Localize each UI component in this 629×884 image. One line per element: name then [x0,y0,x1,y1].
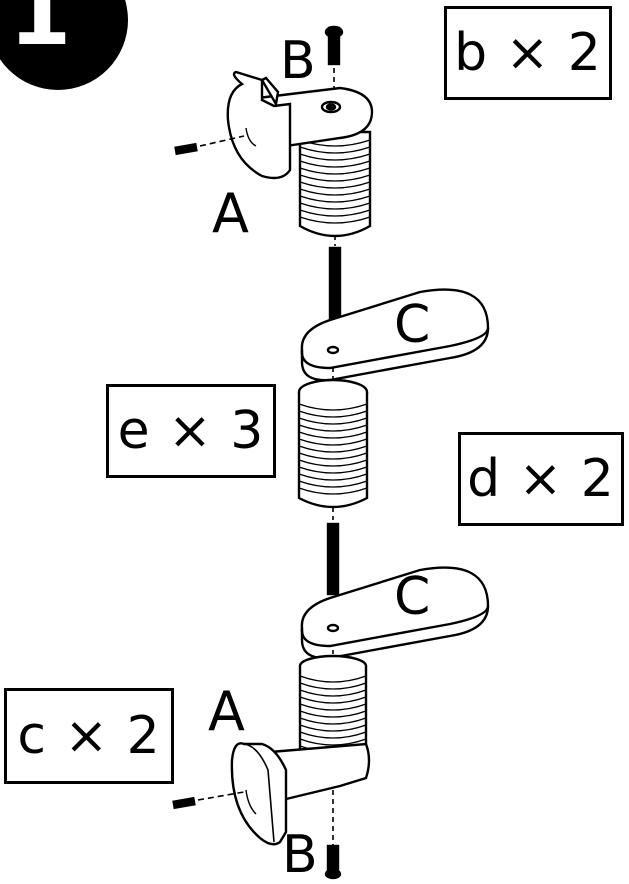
bottom-bracket-assembly [172,650,371,880]
qty-box-b: b × 2 [444,6,612,100]
qty-d-text: d × 2 [467,449,615,509]
step-number: 1 [9,0,72,66]
top-spacer [298,130,372,238]
qty-box-c: c × 2 [4,688,174,784]
qty-c-text: c × 2 [17,706,161,766]
label-c-upper: C [394,295,430,355]
top-bracket-a [226,70,374,180]
label-b-top: B [280,31,316,91]
top-screw-b [324,25,344,96]
label-c-lower: C [394,567,430,627]
qty-box-e: e × 3 [106,384,276,478]
label-b-bottom: B [282,825,318,884]
step-badge: 1 [0,0,128,90]
qty-e-text: e × 3 [117,401,265,461]
label-a-bottom: A [208,680,245,743]
top-bracket-assembly [174,25,374,336]
upper-cam-c [300,288,490,382]
qty-box-d: d × 2 [458,432,624,526]
top-side-screw [174,135,245,156]
middle-spacer [297,368,369,610]
label-a-top: A [212,182,249,245]
qty-b-text: b × 2 [454,23,602,83]
